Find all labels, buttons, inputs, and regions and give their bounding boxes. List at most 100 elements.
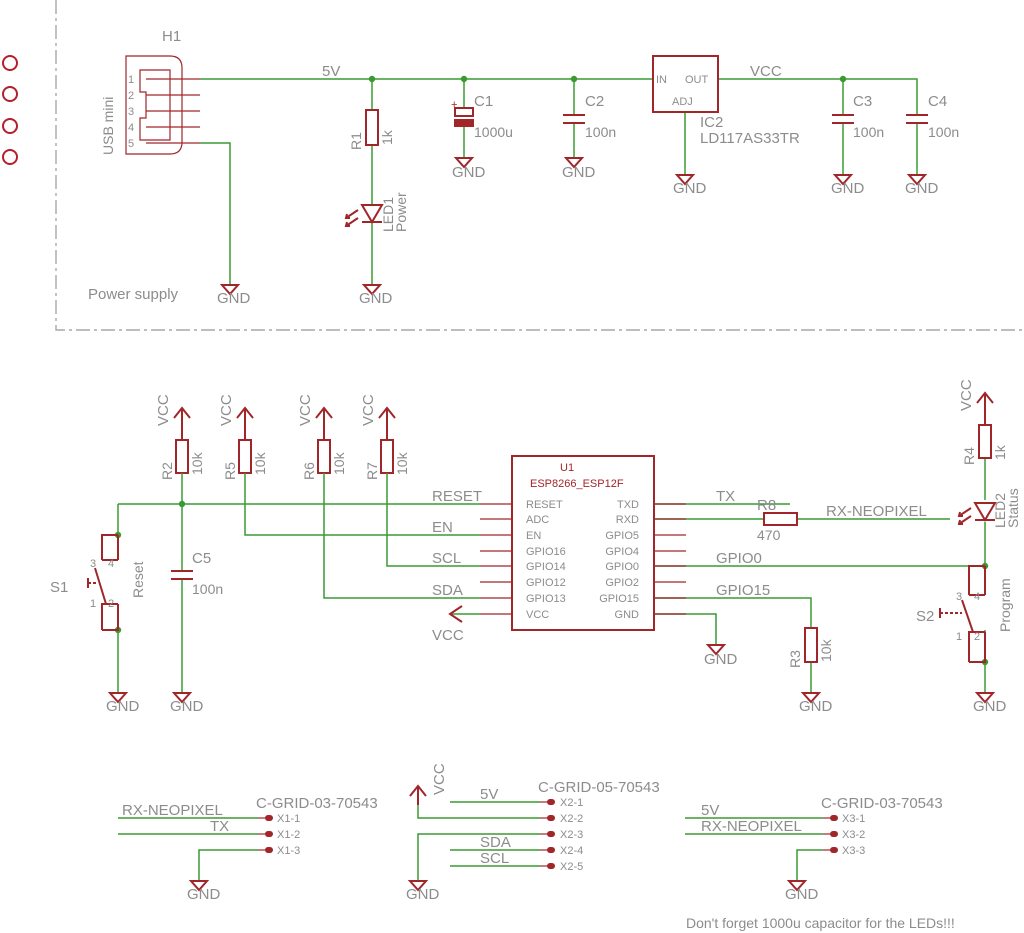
r3-value: 10k (818, 638, 834, 662)
net-label-reset: RESET (432, 488, 482, 505)
u1-name: U1 (560, 462, 574, 474)
r4-name: R4 (961, 447, 977, 465)
resistor-r3: R3 10k (787, 627, 834, 668)
x3-type: C-GRID-03-70543 (821, 795, 943, 812)
x2-pin-label: X2-1 (560, 797, 583, 809)
u1-pin-label: GPIO12 (526, 577, 566, 589)
power-supply-frame (55, 0, 1024, 331)
net-label-sda: SDA (432, 582, 463, 599)
x1-pin-label: X1-1 (277, 813, 300, 825)
gnd-label: GND (831, 180, 865, 197)
regulator-ic2: IN OUT ADJ IC2 LD117AS33TR (652, 55, 800, 147)
ic2-pin-adj: ADJ (672, 96, 693, 108)
gnd-label: GND (799, 698, 833, 715)
r8-name: R8 (757, 497, 776, 514)
gnd-label: GND (452, 164, 486, 181)
r2-name: R2 (159, 462, 175, 480)
c2-name: C2 (585, 93, 604, 110)
capacitor-c5: C5 100n (171, 550, 223, 597)
u1-pin-label: EN (526, 530, 541, 542)
x2-net-scl: SCL (480, 850, 509, 867)
s2-pin-label: 4 (974, 591, 980, 603)
u1-pin-label: TXD (617, 499, 639, 511)
vcc-label: VCC (218, 394, 235, 426)
gnd-label: GND (704, 651, 738, 668)
u1-pin-label: ADC (526, 514, 549, 526)
u1-pin-label: GPIO0 (605, 561, 639, 573)
h1-pin-label: 3 (128, 106, 134, 118)
gnd-label: GND (106, 698, 140, 715)
u1-pin-label: GND (615, 609, 640, 621)
usb-body (125, 55, 183, 155)
frame-label: Power supply (88, 286, 179, 303)
r7-name: R7 (364, 462, 380, 480)
gnd-label: GND (673, 180, 707, 197)
s1-pin-label: 3 (90, 558, 96, 570)
vcc-label: VCC (431, 763, 448, 795)
x1-type: C-GRID-03-70543 (256, 795, 378, 812)
switch-s2: 3 4 1 2 S2 Program (916, 565, 1013, 663)
led1-name: LED1 (380, 197, 396, 232)
x2-pin-label: X2-3 (560, 829, 583, 841)
vcc-label: VCC (360, 394, 377, 426)
r3-name: R3 (787, 650, 803, 668)
h1-pin-label: 1 (128, 74, 134, 86)
x2-pin-label: X2-2 (560, 813, 583, 825)
capacitor-c1: + C1 1000u (451, 93, 513, 140)
gnd-label: GND (785, 886, 819, 903)
r2-value: 10k (189, 451, 205, 475)
c1-polarity: + (451, 99, 457, 111)
gnd-label: GND (187, 886, 221, 903)
usb-shell (139, 69, 171, 141)
vcc-label: VCC (432, 627, 464, 644)
gnd-symbols-power: GND GND GND GND GND GND GND (217, 157, 939, 307)
r1-value: 1k (379, 129, 395, 145)
s1-pin-label: 2 (108, 598, 114, 610)
r5-value: 10k (252, 451, 268, 475)
c2-value: 100n (585, 124, 616, 140)
mounting-hole (2, 118, 18, 134)
mcu-wires (117, 458, 986, 693)
mcu-u1: U1 ESP8266_ESP12F RESET ADC EN GPIO16 GP… (480, 455, 686, 631)
r7-value: 10k (394, 451, 410, 475)
c5-name: C5 (192, 550, 211, 567)
u1-pin-label: RESET (526, 499, 563, 511)
resistor-r8: R8 470 (757, 497, 798, 543)
x1-net-rx-neopixel: RX-NEOPIXEL (122, 802, 223, 819)
connector-x3: C-GRID-03-70543 5V RX-NEOPIXEL X3-1 X3-2… (685, 795, 943, 903)
ic2-name: IC2 (700, 114, 723, 131)
ic2-pin-in: IN (656, 74, 667, 86)
s1-value: Reset (130, 561, 146, 598)
r4-value: 1k (992, 444, 1008, 460)
net-label-vcc: VCC (750, 63, 782, 80)
gnd-label: GND (905, 180, 939, 197)
u1-pin-label: VCC (526, 609, 549, 621)
r8-value: 470 (757, 527, 781, 543)
u1-pin-label: GPIO16 (526, 546, 566, 558)
resistor-r4: R4 1k (961, 424, 1008, 465)
h1-pin-label: 4 (128, 122, 134, 134)
net-label-gpio15: GPIO15 (716, 582, 770, 599)
c4-value: 100n (928, 124, 959, 140)
s2-name: S2 (916, 608, 934, 625)
u1-pin-label: GPIO13 (526, 593, 566, 605)
vcc-label: VCC (297, 394, 314, 426)
u1-pin-label: GPIO14 (526, 561, 566, 573)
x2-type: C-GRID-05-70543 (538, 779, 660, 796)
ic2-pin-out: OUT (685, 74, 709, 86)
s1-pin-label: 4 (108, 558, 114, 570)
capacitor-c4: C4 100n (906, 93, 959, 140)
u1-pin-label: RXD (616, 514, 639, 526)
x1-pin-label: X1-2 (277, 829, 300, 841)
note-text: Don't forget 1000u capacitor for the LED… (686, 915, 955, 931)
c4-name: C4 (928, 93, 947, 110)
connector-x1: C-GRID-03-70543 RX-NEOPIXEL TX X1-1 X1-2… (118, 795, 378, 903)
x1-net-tx: TX (210, 818, 229, 835)
x2-net-sda: SDA (480, 834, 511, 851)
net-label-gpio0: GPIO0 (716, 550, 762, 567)
x1-pin-label: X1-3 (277, 845, 300, 857)
gnd-label: GND (217, 290, 251, 307)
r6-name: R6 (301, 462, 317, 480)
r6-value: 10k (331, 451, 347, 475)
mounting-hole (2, 86, 18, 102)
